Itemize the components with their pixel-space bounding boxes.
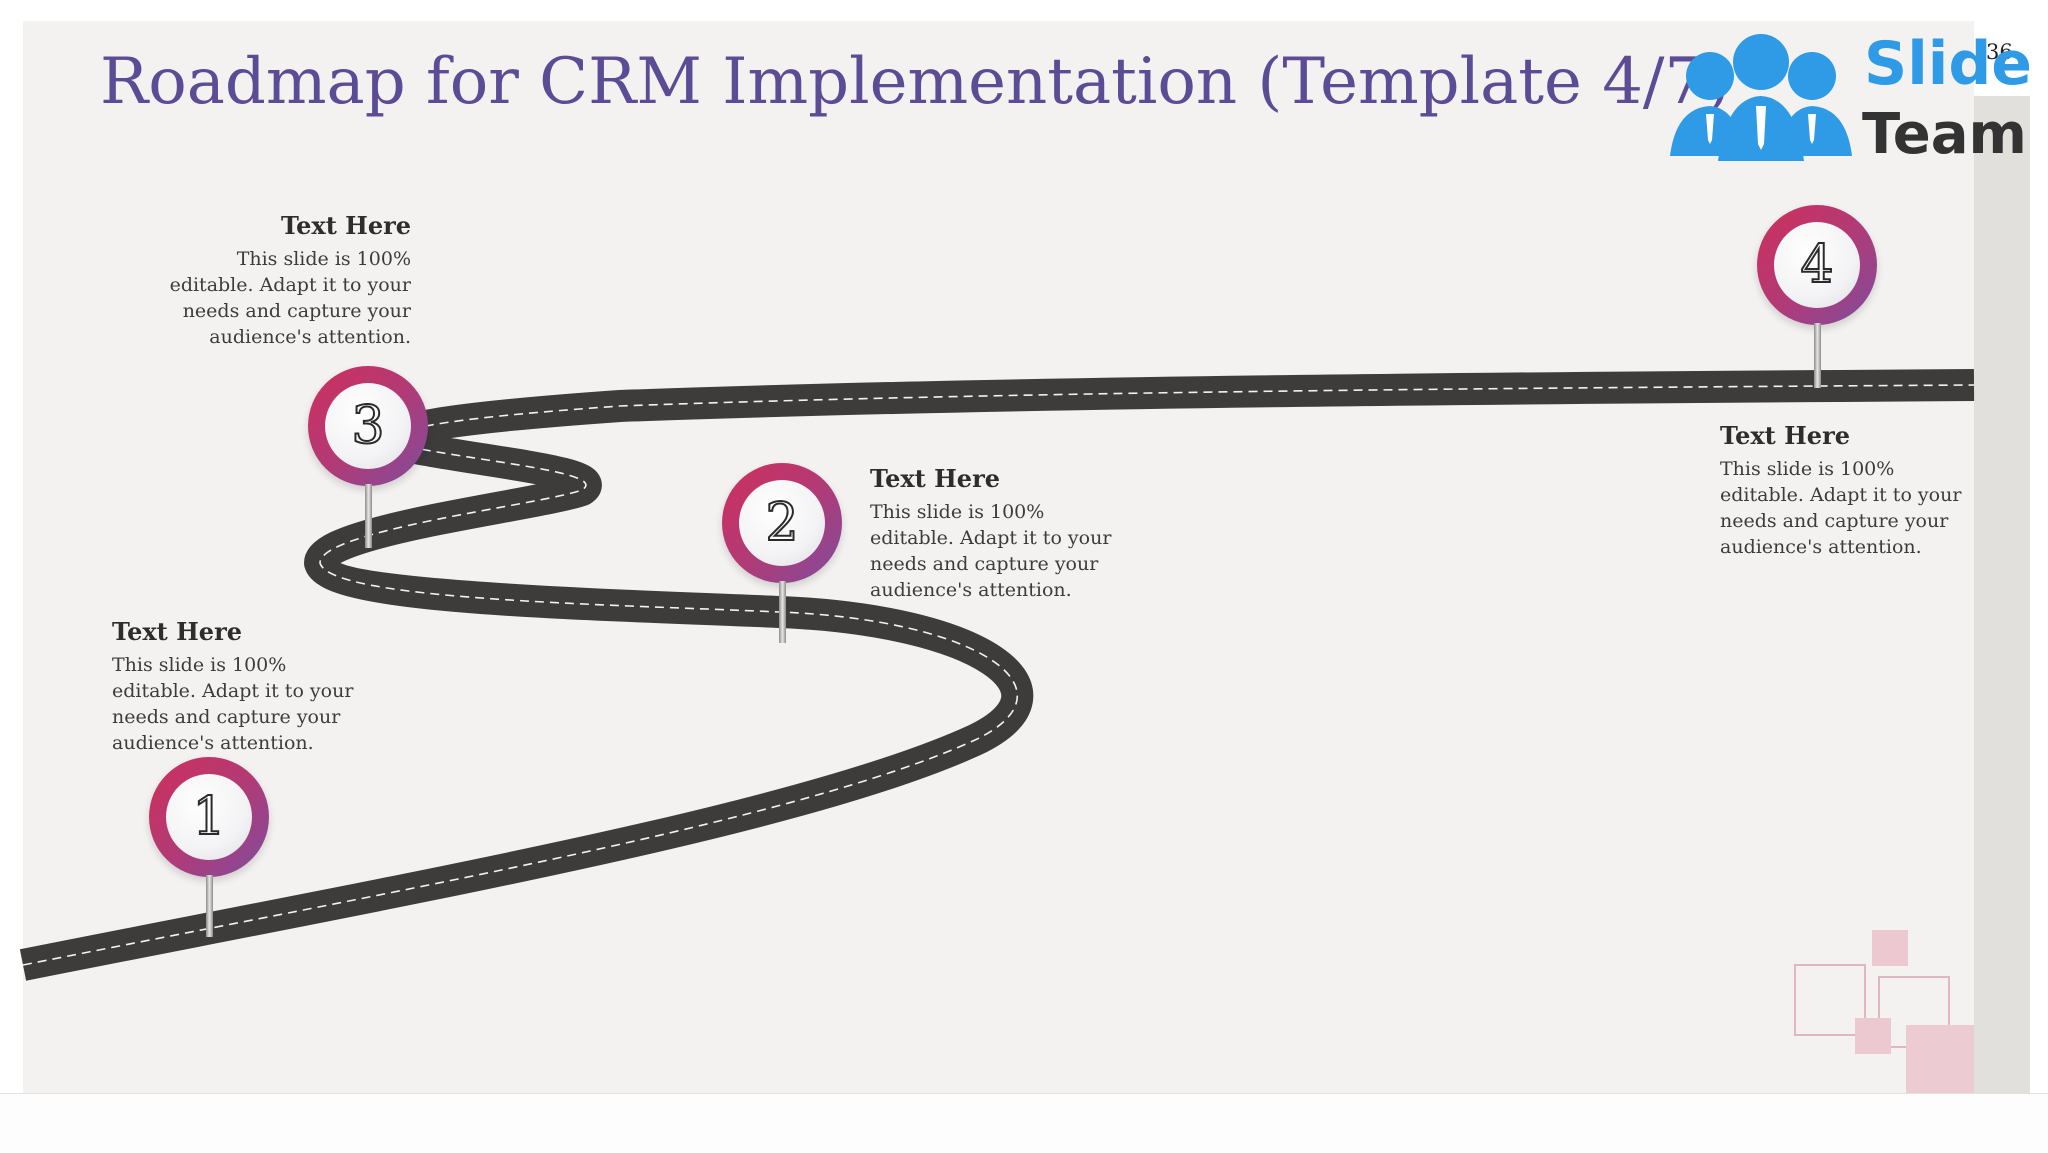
logo-word-slide: Slide xyxy=(1864,29,2032,99)
milestone-heading: Text Here xyxy=(281,211,411,240)
milestone-text-1: Text Here This slide is 100% editable. A… xyxy=(112,617,362,756)
pin-pole xyxy=(779,581,786,643)
milestone-pin-1: 1 xyxy=(149,757,269,937)
pin-pole xyxy=(1814,323,1821,388)
milestone-text-2: Text Here This slide is 100% editable. A… xyxy=(870,464,1120,603)
deco-square xyxy=(1906,1025,1974,1093)
deco-square-outline xyxy=(1794,964,1866,1036)
road-center-line xyxy=(22,384,1975,966)
deco-square xyxy=(1855,1018,1891,1054)
team-people-icon xyxy=(1670,34,1852,161)
page-number: 36 xyxy=(1986,40,2013,64)
milestone-pin-3: 3 xyxy=(308,366,428,548)
milestone-number: 4 xyxy=(1799,235,1834,295)
milestone-number: 2 xyxy=(764,493,799,553)
milestone-text-4: Text Here This slide is 100% editable. A… xyxy=(1720,421,1970,560)
pin-ring: 4 xyxy=(1757,205,1877,325)
milestone-number: 3 xyxy=(350,396,385,456)
deco-square xyxy=(1872,930,1908,966)
pin-pole xyxy=(206,875,213,937)
pin-disc: 4 xyxy=(1774,222,1860,308)
milestone-body: This slide is 100% editable. Adapt it to… xyxy=(870,501,1112,601)
bottom-strip xyxy=(0,1093,2048,1153)
milestone-body: This slide is 100% editable. Adapt it to… xyxy=(112,654,354,754)
milestone-pin-4: 4 xyxy=(1757,205,1877,388)
pin-disc: 2 xyxy=(739,480,825,566)
pin-disc: 3 xyxy=(325,383,411,469)
pin-ring: 3 xyxy=(308,366,428,486)
pin-pole xyxy=(365,484,372,548)
logo-word-team: Team xyxy=(1862,102,2027,167)
milestone-heading: Text Here xyxy=(112,617,242,646)
slide-title: Roadmap for CRM Implementation (Template… xyxy=(100,45,1731,119)
milestone-pin-2: 2 xyxy=(722,463,842,643)
milestone-heading: Text Here xyxy=(870,464,1000,493)
milestone-body: This slide is 100% editable. Adapt it to… xyxy=(1720,458,1962,558)
side-panel xyxy=(1974,96,2030,1093)
pin-ring: 1 xyxy=(149,757,269,877)
pin-disc: 1 xyxy=(166,774,252,860)
milestone-body: This slide is 100% editable. Adapt it to… xyxy=(169,248,411,348)
pin-ring: 2 xyxy=(722,463,842,583)
milestone-heading: Text Here xyxy=(1720,421,1850,450)
milestone-text-3: Text Here This slide is 100% editable. A… xyxy=(160,211,411,350)
milestone-number: 1 xyxy=(191,787,226,847)
slideteam-logo: Slide Team xyxy=(1666,26,2032,167)
